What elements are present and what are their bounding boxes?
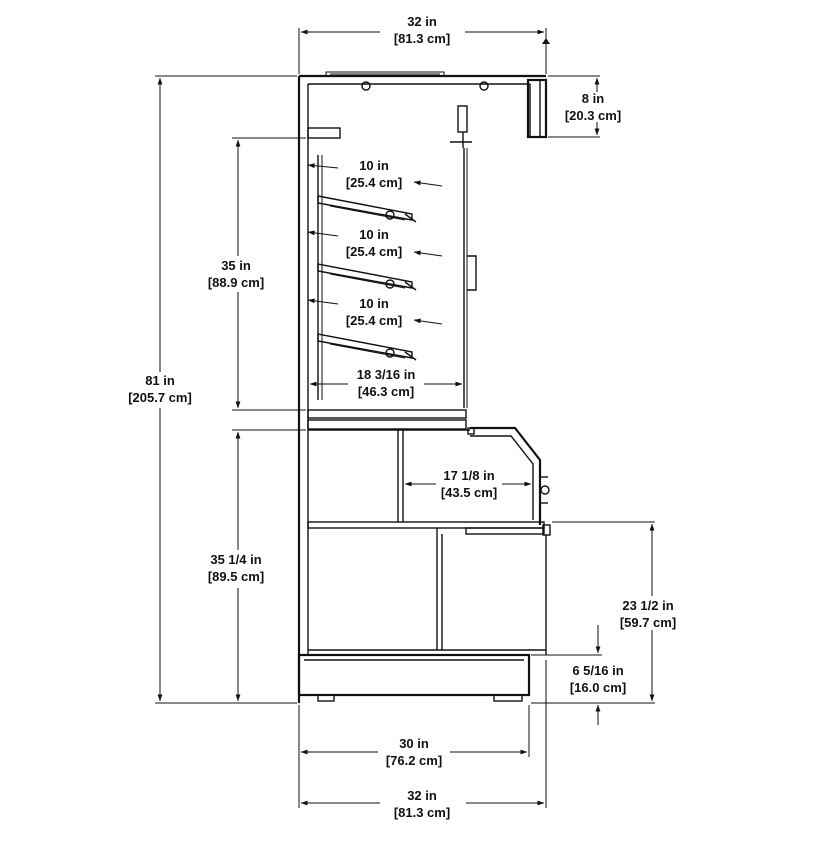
dim-lower-depth-imperial: 17 1/8 in (443, 468, 494, 483)
dim-shelf-1-imperial: 10 in (359, 158, 389, 173)
cabinet-outline (297, 71, 551, 703)
dim-top-width-metric: [81.3 cm] (394, 31, 450, 46)
dim-bottom-width-metric: [81.3 cm] (394, 805, 450, 820)
dim-shelf-3-imperial: 10 in (359, 296, 389, 311)
counter-deck (307, 521, 545, 529)
dim-lower-depth-metric: [43.5 cm] (441, 485, 497, 500)
dim-upper-depth-metric: [46.3 cm] (358, 384, 414, 399)
front-foot (317, 694, 335, 702)
dim-shelf-2-metric: [25.4 cm] (346, 244, 402, 259)
dim-top-width-imperial: 32 in (407, 14, 437, 29)
dimension-lines (155, 28, 655, 808)
dim-base-width-metric: [76.2 cm] (386, 753, 442, 768)
light-fixture-right (479, 81, 489, 91)
dim-shelf-3-metric: [25.4 cm] (346, 313, 402, 328)
dim-shelf-1-metric: [25.4 cm] (346, 175, 402, 190)
dim-bottom-width-imperial: 32 in (407, 788, 437, 803)
shelf-bracket-top (307, 127, 341, 139)
light-fixture-left (361, 81, 371, 91)
dim-shelf-2-imperial: 10 in (359, 227, 389, 242)
dim-upper-depth-imperial: 18 3/16 in (357, 367, 416, 382)
dim-lower-height-metric: [89.5 cm] (208, 569, 264, 584)
angled-shelf-2 (317, 263, 417, 291)
dim-overall-height-metric: [205.7 cm] (128, 390, 192, 405)
dim-base-height-imperial: 6 5/16 in (572, 663, 623, 678)
dim-base-height-metric: [16.0 cm] (570, 680, 626, 695)
angled-shelf-3 (317, 333, 417, 361)
dim-base-width-imperial: 30 in (399, 736, 429, 751)
dimension-labels: 32 in [81.3 cm] 8 in [20.3 cm] 81 in [20… (128, 14, 676, 820)
dim-lower-height-imperial: 35 1/4 in (210, 552, 261, 567)
dim-upper-height-metric: [88.9 cm] (208, 275, 264, 290)
dim-overall-height-imperial: 81 in (145, 373, 175, 388)
angled-shelf-1 (317, 195, 417, 223)
dim-upper-height-imperial: 35 in (221, 258, 251, 273)
mid-deck (307, 409, 467, 419)
dim-canopy-metric: [20.3 cm] (565, 108, 621, 123)
dim-counter-height-imperial: 23 1/2 in (622, 598, 673, 613)
door-hinge (457, 105, 468, 133)
rear-foot (493, 694, 523, 702)
lower-curved-glass (470, 426, 542, 525)
lower-door-knob (540, 485, 550, 495)
base-plinth (297, 653, 531, 697)
dim-canopy-imperial: 8 in (582, 91, 604, 106)
dim-counter-height-metric: [59.7 cm] (620, 615, 676, 630)
door-handle (467, 255, 477, 291)
